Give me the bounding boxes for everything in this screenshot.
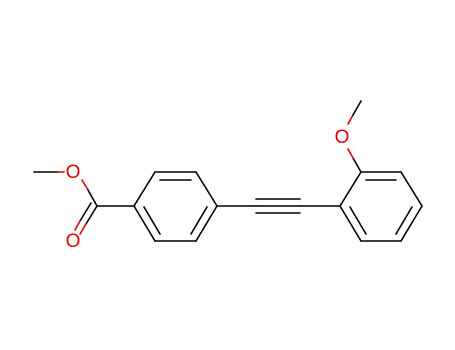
ring1-bond-4 (195, 205, 218, 242)
ring1-inner-bond-left (143, 206, 161, 235)
benzene-ring-right (339, 171, 423, 242)
carbonyl-oxygen-label: O (66, 231, 81, 252)
bond-carbonyl-double-a-red (79, 223, 87, 235)
methyl-ester-group: O O (33, 162, 135, 252)
ring2-inner-bond-right (395, 206, 413, 235)
ring2-inner-bond-left (349, 206, 367, 235)
ring2-bond-4 (400, 205, 423, 242)
bond-carbonyl-double-b-red (74, 220, 81, 231)
bond-ester-oxygen-to-carbonyl-red (81, 179, 89, 191)
methoxy-group: O (335, 100, 362, 173)
ring1-bond-3 (195, 171, 218, 207)
bond-methoxy-oxygen-to-methyl-red (347, 114, 354, 125)
ester-ether-oxygen-label: O (66, 162, 81, 183)
bond-carbonyl-double-b (79, 202, 92, 222)
ring1-inner-bond-right (190, 206, 208, 235)
bond-methoxy-oxygen-to-methyl (352, 100, 362, 116)
bond-ring2-to-methoxy-oxygen-red (347, 148, 354, 159)
ring2-bond-1 (339, 171, 362, 207)
ring1-bond-1 (133, 171, 156, 207)
bond-carbonyl-double-a (85, 205, 98, 225)
ring1-bond-6 (133, 205, 156, 242)
methoxy-oxygen-label: O (335, 127, 350, 148)
ring2-bond-3 (400, 171, 423, 207)
bond-ester-oxygen-to-carbonyl (87, 189, 98, 207)
alkyne-triple-bond (216, 198, 341, 214)
bond-ring2-to-methoxy-oxygen (352, 157, 362, 173)
benzene-ring-left (133, 171, 218, 242)
ring2-bond-6 (339, 205, 362, 242)
